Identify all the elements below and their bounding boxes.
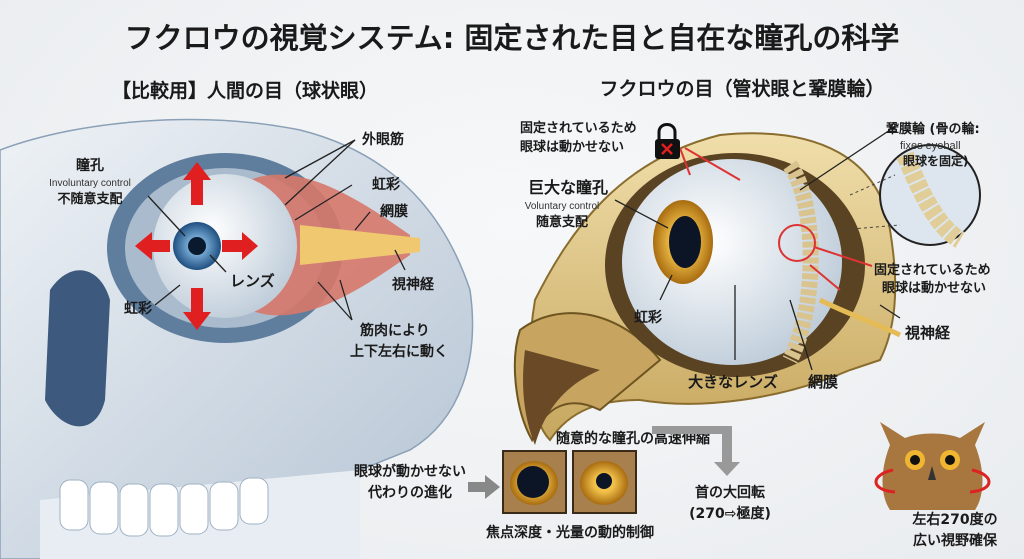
owl-eye-dilated-image	[502, 450, 567, 514]
rotate-left-arrow-icon	[874, 468, 896, 494]
flow-arrow-icon	[468, 475, 500, 499]
neck-rotation-line2: (270⇨極度)	[689, 505, 771, 522]
view-range-line2: 広い視野確保	[913, 532, 998, 549]
owl-fixed-right-line1: 固定されているため	[874, 262, 991, 278]
owl-leader-lines	[614, 129, 901, 371]
evolution-line2: 代わりの進化	[367, 484, 452, 501]
human-iris-label-left: 虹彩	[124, 300, 152, 317]
owl-fixed-top-line1: 固定されているため	[520, 120, 637, 136]
muscle-note-line1: 筋肉により	[360, 322, 430, 339]
human-retina-label: 網膜	[380, 203, 408, 220]
owl-lens-label: 大きなレンズ	[688, 373, 778, 391]
owl-skull-illustration	[513, 132, 902, 445]
extraocular-muscle-label: 外眼筋	[362, 131, 404, 148]
sclerotic-ring-en: fixes eyeball	[900, 140, 961, 152]
owl-pupil-jp: 随意支配	[536, 214, 588, 230]
neck-rotation-line1: 首の大回転	[695, 484, 765, 501]
lock-icon	[655, 123, 680, 159]
human-pupil-label: 瞳孔	[76, 157, 104, 174]
muscle-note-line2: 上下左右に動く	[350, 343, 448, 360]
human-iris-label-right: 虹彩	[372, 176, 400, 193]
rotate-right-arrow-icon	[969, 468, 991, 494]
owl-fixed-right-line2: 眼球は動かせない	[882, 280, 986, 296]
pupil-caption: 焦点深度・光量の動的制御	[485, 524, 654, 541]
owl-portrait-image	[874, 422, 991, 510]
human-pupil-jp: 不随意支配	[57, 191, 122, 207]
movement-arrows	[135, 162, 258, 330]
bent-arrow-icon	[652, 426, 740, 476]
human-lens-label: レンズ	[230, 272, 275, 290]
arrow-up-icon	[183, 162, 211, 205]
arrow-down-icon	[183, 288, 211, 330]
human-leader-lines	[147, 139, 406, 321]
main-title: フクロウの視覚システム: 固定された目と自在な瞳孔の科学	[125, 21, 900, 55]
pupil-speed-title: 随意的な瞳孔の高速伸縮	[556, 430, 710, 447]
owl-iris-label: 虹彩	[634, 309, 662, 326]
owl-pupil-en: Voluntary control	[525, 201, 600, 212]
owl-retina-label: 網膜	[808, 373, 838, 391]
owl-fixed-top-line2: 眼球は動かせない	[520, 139, 624, 155]
view-range-line1: 左右270度の	[911, 511, 997, 528]
sclerotic-ring-magnifier	[778, 144, 981, 262]
human-pupil-en: Involuntary control	[49, 178, 131, 189]
owl-heading: フクロウの目（管状眼と鞏膜輪）	[599, 77, 884, 100]
arrow-left-icon	[135, 232, 170, 260]
owl-optic-nerve-label: 視神経	[904, 324, 951, 342]
arrow-right-icon	[222, 232, 258, 260]
owl-pupil-label: 巨大な瞳孔	[528, 178, 608, 197]
evolution-line1: 眼球が動かせない	[354, 463, 466, 480]
owl-eye-constricted-image	[572, 450, 637, 514]
sclerotic-ring-jp: 眼球を固定)	[903, 153, 969, 168]
sclerotic-ring-label: 鞏膜輪 (骨の輪:	[886, 121, 980, 137]
human-heading: 【比較用】人間の目（球状眼）	[112, 79, 378, 102]
human-optic-nerve-label: 視神経	[391, 276, 435, 293]
